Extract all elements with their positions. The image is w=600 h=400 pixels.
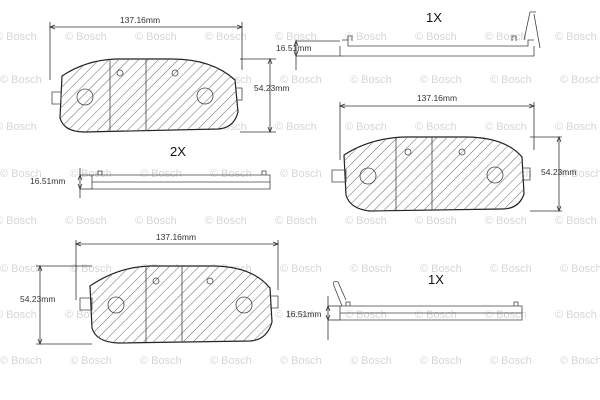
watermark-text: © Bosch [485,215,527,227]
watermark-text: © Bosch [275,309,317,321]
watermark-text: © Bosch [555,121,597,133]
pad-front-view-3: 137.16mm 54.23mm [20,232,280,346]
watermark-text: © Bosch [0,168,42,180]
watermark-text: © Bosch [280,168,322,180]
watermark-text: © Bosch [415,31,457,43]
pad-front-view-1: 137.16mm 54.23mm [48,15,289,134]
watermark-text: © Bosch [0,31,37,43]
watermark-text: © Bosch [210,355,252,367]
watermark-text: © Bosch [490,74,532,86]
watermark-text: © Bosch [485,31,527,43]
watermark-text: © Bosch [0,309,37,321]
watermark-text: © Bosch [345,309,387,321]
watermark-text: © Bosch [70,168,112,180]
watermark-text: © Bosch [65,215,107,227]
watermark-text: © Bosch [485,121,527,133]
watermark-text: © Bosch [205,215,247,227]
width-dimension-label-3: 137.16mm [156,232,196,242]
watermark-text: © Bosch [0,355,42,367]
watermark-text: © Bosch [345,121,387,133]
watermark-text: © Bosch [420,74,462,86]
watermark-text: © Bosch [415,121,457,133]
watermark-text: © Bosch [485,309,527,321]
width-dimension-label-2: 137.16mm [417,93,457,103]
watermark-text: © Bosch [275,215,317,227]
quantity-label-1x-top: 1X [426,10,442,25]
watermark-text: © Bosch [280,263,322,275]
watermark-text: © Bosch [65,31,107,43]
height-dimension-label-2: 54.23mm [541,167,576,177]
watermark-text: © Bosch [560,74,600,86]
watermark-text: © Bosch [415,309,457,321]
watermark-text: © Bosch [140,355,182,367]
watermark-text: © Bosch [555,309,597,321]
watermark-text: © Bosch [345,215,387,227]
height-dimension-label: 54.23mm [254,83,289,93]
quantity-label-2x: 2X [170,144,186,159]
watermark-text: © Bosch [555,31,597,43]
watermark-text: © Bosch [415,215,457,227]
watermark-layer: © Bosch © Bosch © Bosch © Bosch © Bosch © Bos… [0,31,600,367]
watermark-text: © Bosch [490,263,532,275]
watermark-text: © Bosch [420,355,462,367]
watermark-text: © Bosch [420,263,462,275]
pad-front-view-2: 137.16mm 54.23mm [331,93,576,213]
watermark-text: © Bosch [350,263,392,275]
width-dimension-label: 137.16mm [120,15,160,25]
thickness-dimension-label-3: 16.51mm [286,309,321,319]
watermark-text: © Bosch [70,355,112,367]
watermark-text: © Bosch [560,263,600,275]
thickness-dimension-label-2: 16.51mm [30,176,65,186]
watermark-text: © Bosch [350,74,392,86]
watermark-text: © Bosch [0,121,37,133]
watermark-text: © Bosch [210,168,252,180]
watermark-text: © Bosch [280,74,322,86]
watermark-text: © Bosch [135,31,177,43]
quantity-label-1x-bottom: 1X [428,272,444,287]
watermark-text: © Bosch [205,31,247,43]
watermark-text: © Bosch [560,355,600,367]
watermark-text: © Bosch [135,215,177,227]
watermark-text: © Bosch [345,31,387,43]
watermark-text: © Bosch [275,121,317,133]
watermark-text: © Bosch [0,74,42,86]
watermark-text: © Bosch [0,263,42,275]
watermark-text: © Bosch [280,355,322,367]
pad-side-view-2: 16.51mm [30,168,271,198]
height-dimension-label-3: 54.23mm [20,294,55,304]
watermark-text: © Bosch [350,355,392,367]
watermark-text: © Bosch [555,215,597,227]
watermark-text: © Bosch [490,355,532,367]
thickness-dimension-label: 16.51mm [276,43,311,53]
pad-side-view-3: 1X 16.51mm [286,272,523,340]
pad-side-view-1: 1X 16.51mm [276,10,541,70]
watermark-text: © Bosch [0,215,37,227]
watermark-text: © Bosch [140,168,182,180]
watermark-text: © Bosch [275,31,317,43]
watermark-text: © Bosch [560,168,600,180]
